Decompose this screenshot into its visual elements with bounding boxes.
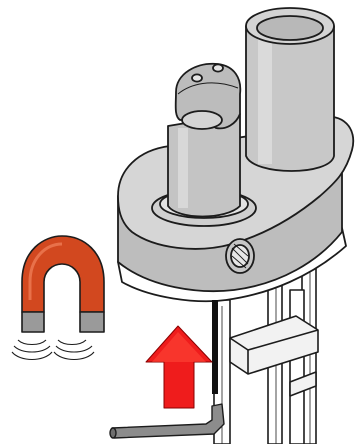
horseshoe-magnet [12, 236, 104, 360]
short-cylinder [152, 64, 256, 226]
red-arrow [146, 326, 212, 408]
allen-key [110, 404, 224, 438]
guide-pin [212, 300, 218, 394]
round-fitting [226, 239, 254, 273]
tall-cylinder [246, 8, 334, 171]
